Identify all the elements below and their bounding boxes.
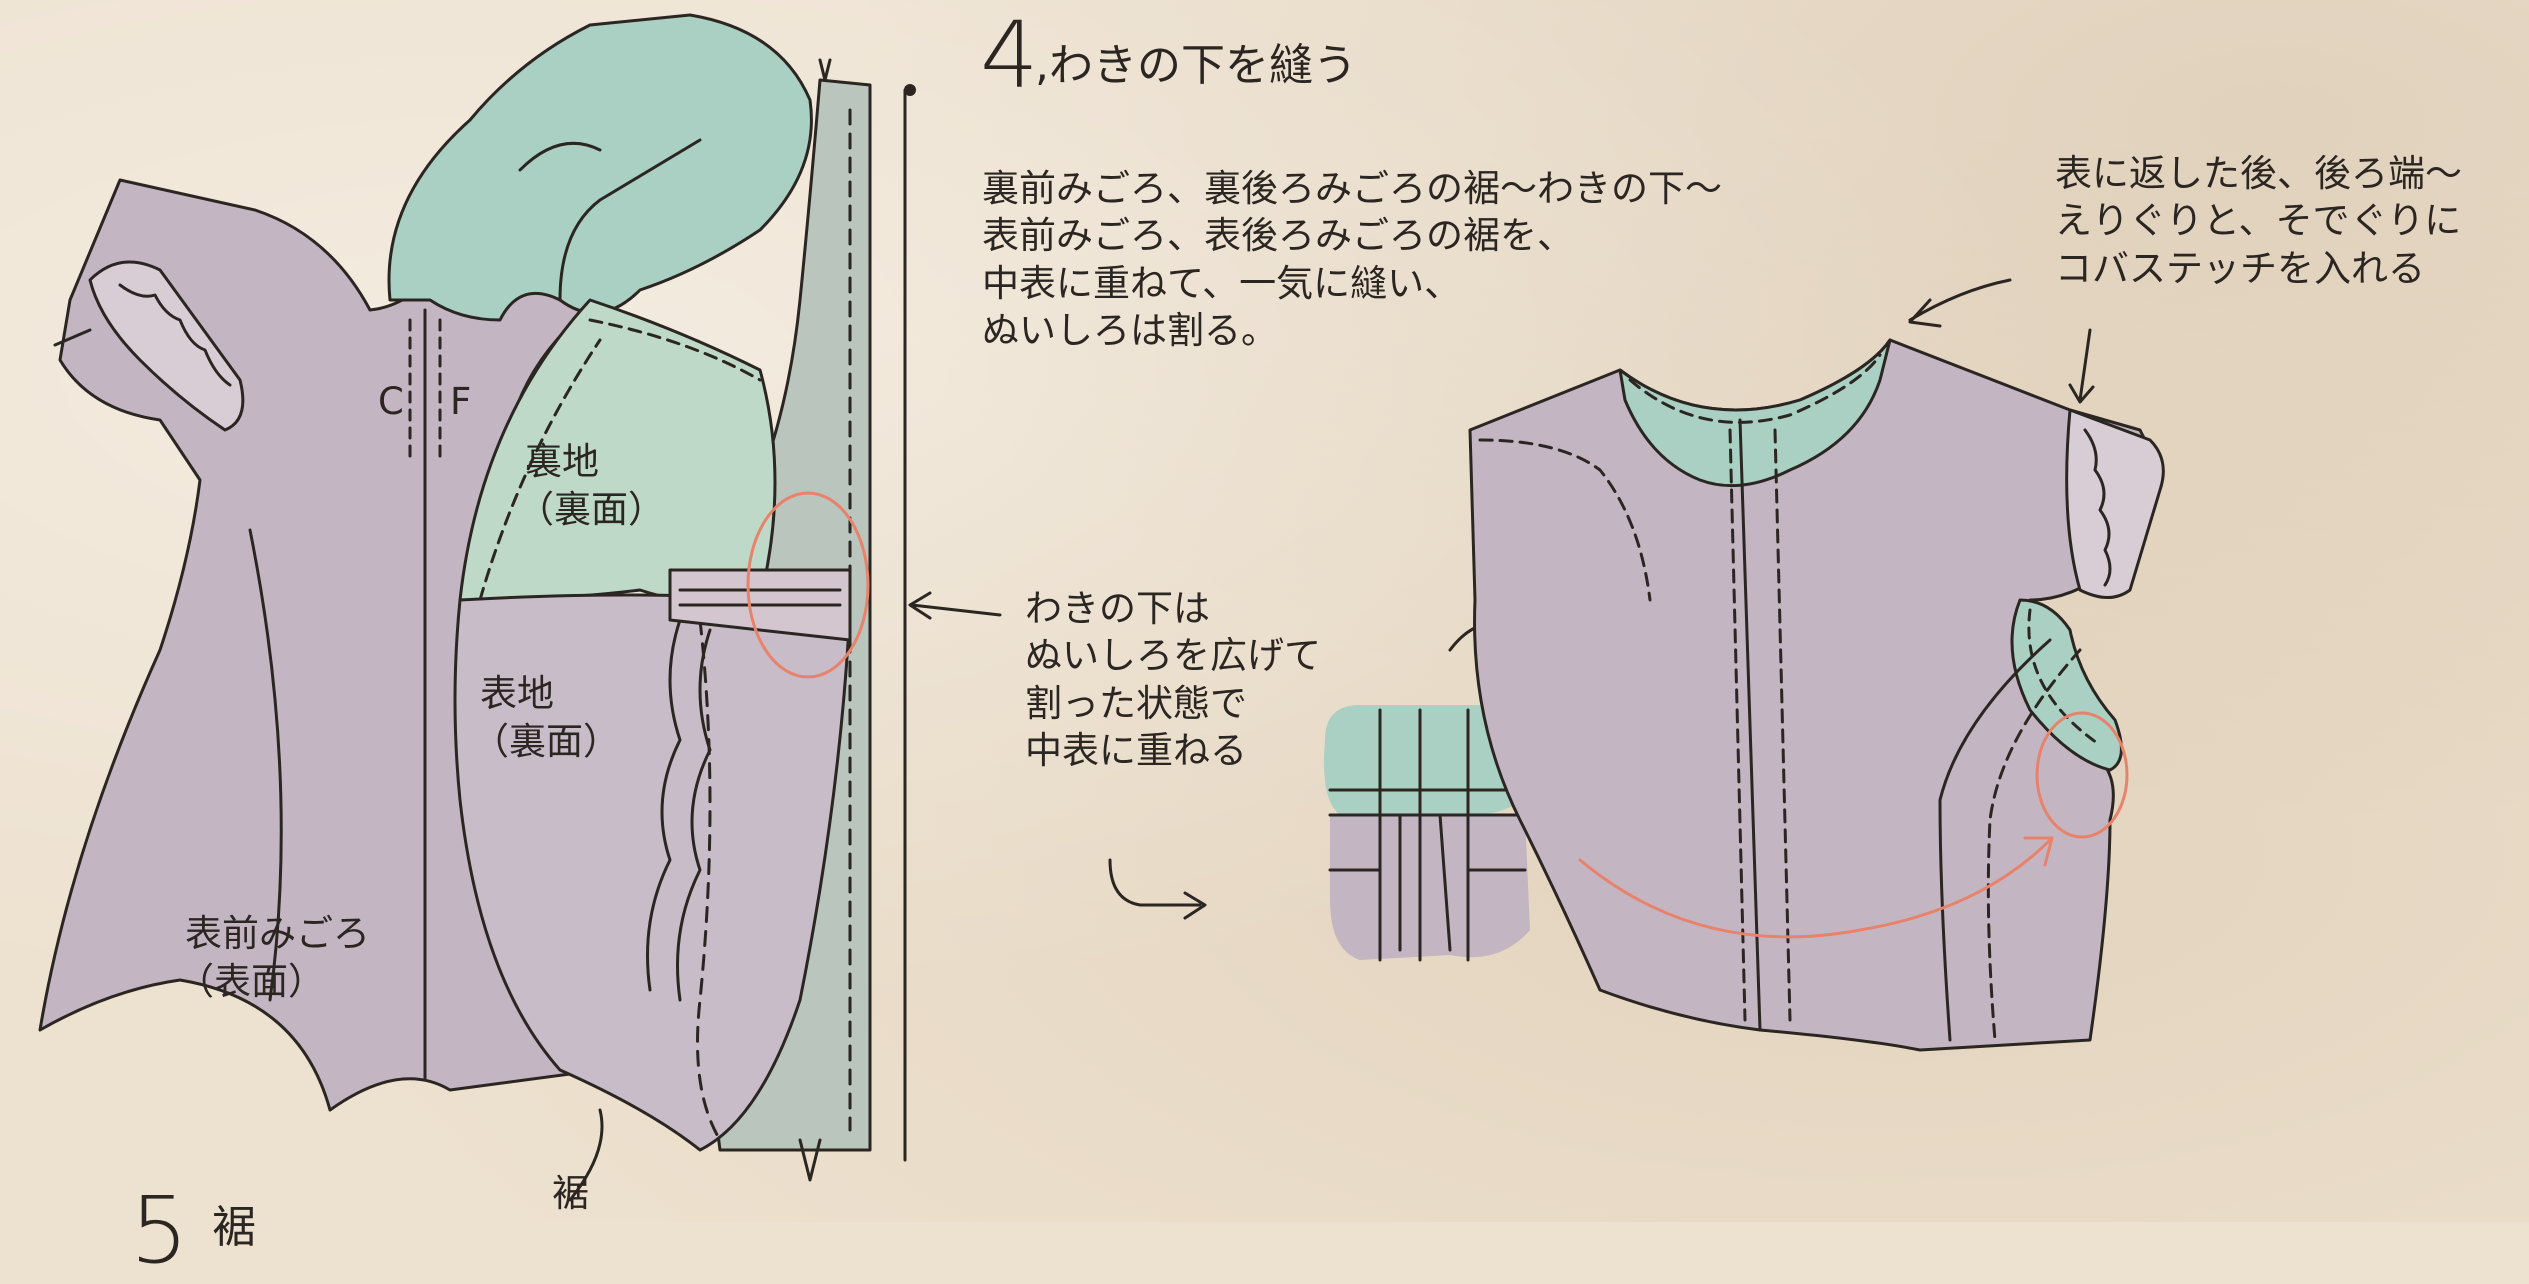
highlight-circle-right [2035, 711, 2129, 839]
note-line: 割った状態で [1025, 681, 1247, 725]
right-sleeve-cuff [2065, 408, 2165, 599]
cf-label-f: F [450, 380, 472, 423]
instruction-line: ぬいしろは割る。 [982, 309, 1278, 353]
lining-label: 裏地 （裏面） [517, 438, 665, 534]
instruction-line: 表前みごろ、表後ろみごろの裾を、 [982, 214, 1574, 258]
instruction-line: 中表に重ねて、一気に縫い、 [982, 261, 1462, 305]
note-line: えりぐりと、そでぐりに [2055, 199, 2462, 243]
highlight-circle-left [746, 491, 870, 679]
illustration [38, 13, 2165, 1202]
hem-label: 裾 [552, 1172, 589, 1215]
instruction-line: 裏前みごろ、裏後ろみごろの裾〜わきの下〜 [982, 167, 1722, 210]
right-garment-figure [1468, 278, 2165, 1052]
step4-instructions: 裏前みごろ、裏後ろみごろの裾〜わきの下〜 表前みごろ、表後ろみごろの裾を、 中表… [982, 165, 1722, 354]
label-line: 表前みごろ [185, 912, 370, 955]
armhole-lining [2010, 598, 2123, 772]
outer-label: 表地 （裏面） [472, 670, 620, 766]
step4-number: 4 [980, 2, 1039, 109]
seam-detail-outer [1330, 815, 1530, 960]
seam-detail-lining [1324, 705, 1530, 816]
label-line: 裏地 [525, 440, 599, 483]
left-garment-figure [38, 13, 916, 1202]
note-line: 表に返した後、後ろ端〜 [2055, 152, 2462, 195]
label-line: （表面） [177, 960, 325, 1004]
label-line: （裏面） [517, 488, 665, 532]
lining-top [387, 13, 813, 322]
label-line: 表地 [480, 672, 554, 715]
note-line: 中表に重ねる [1025, 729, 1247, 773]
note-line: コバステッチを入れる [2055, 246, 2425, 290]
step5-number: 5 [130, 1177, 189, 1284]
label-line: （裏面） [472, 720, 620, 764]
neckline-lining [1618, 338, 1892, 488]
lining-inner-panel [458, 298, 777, 605]
front-bodice-label: 表前みごろ （表面） [177, 910, 370, 1006]
right-note: 表に返した後、後ろ端〜 えりぐりと、そでぐりに コバステッチを入れる [2055, 150, 2462, 292]
note-line: ぬいしろを広げて [1025, 634, 1321, 678]
sleeve-cuff [88, 260, 245, 432]
cf-label-c: C [378, 380, 404, 423]
red-curved-arrow [1578, 838, 2052, 939]
step4-title: ,わきの下を縫う [1035, 40, 1357, 91]
step5-title: 裾 [212, 1202, 256, 1253]
note-line: わきの下は [1025, 587, 1210, 630]
middle-note: わきの下は ぬいしろを広げて 割った状態で 中表に重ねる [1025, 585, 1321, 774]
